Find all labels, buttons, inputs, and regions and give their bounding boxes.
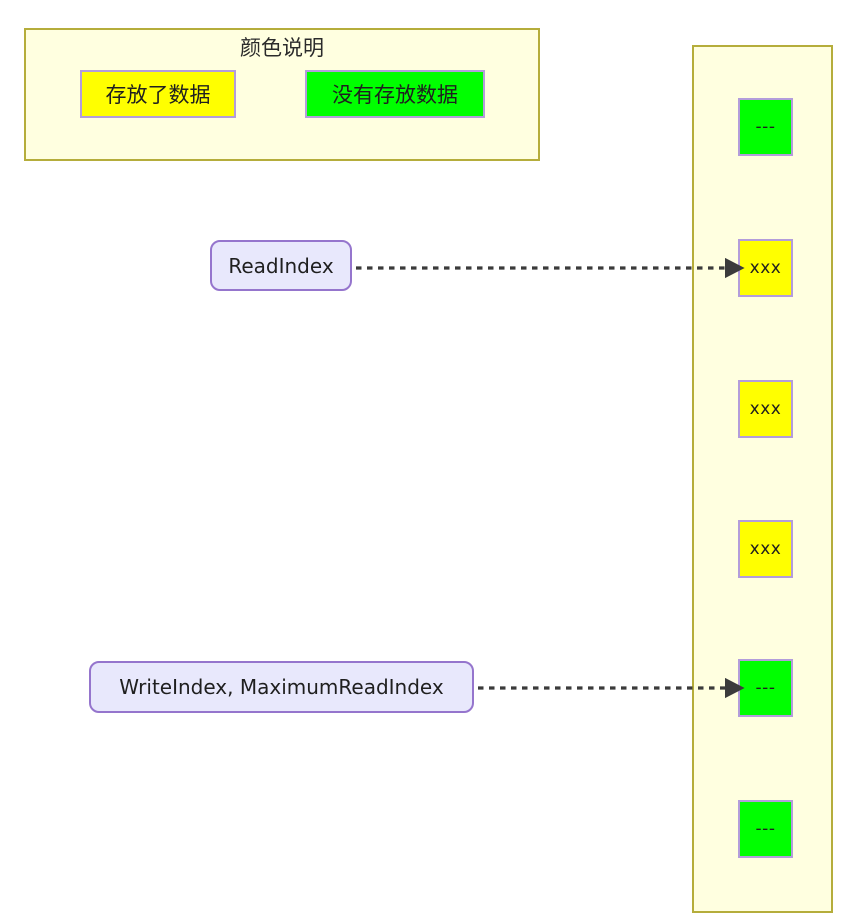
legend-panel: 颜色说明 存放了数据 没有存放数据 bbox=[24, 28, 540, 161]
buffer-cell-3: xxx bbox=[738, 520, 793, 578]
buffer-cell-0: --- bbox=[738, 98, 793, 156]
buffer-cell-5: --- bbox=[738, 800, 793, 858]
pointer-label-readindex: ReadIndex bbox=[210, 240, 352, 291]
buffer-cell-2: xxx bbox=[738, 380, 793, 438]
buffer-container: --- xxx xxx xxx --- --- bbox=[692, 45, 833, 913]
legend-swatch-filled: 存放了数据 bbox=[80, 70, 236, 118]
legend-title: 颜色说明 bbox=[240, 36, 324, 60]
buffer-cell-1: xxx bbox=[738, 239, 793, 297]
buffer-cell-4: --- bbox=[738, 659, 793, 717]
legend-swatch-empty: 没有存放数据 bbox=[305, 70, 485, 118]
pointer-label-writeindex: WriteIndex, MaximumReadIndex bbox=[89, 661, 474, 713]
